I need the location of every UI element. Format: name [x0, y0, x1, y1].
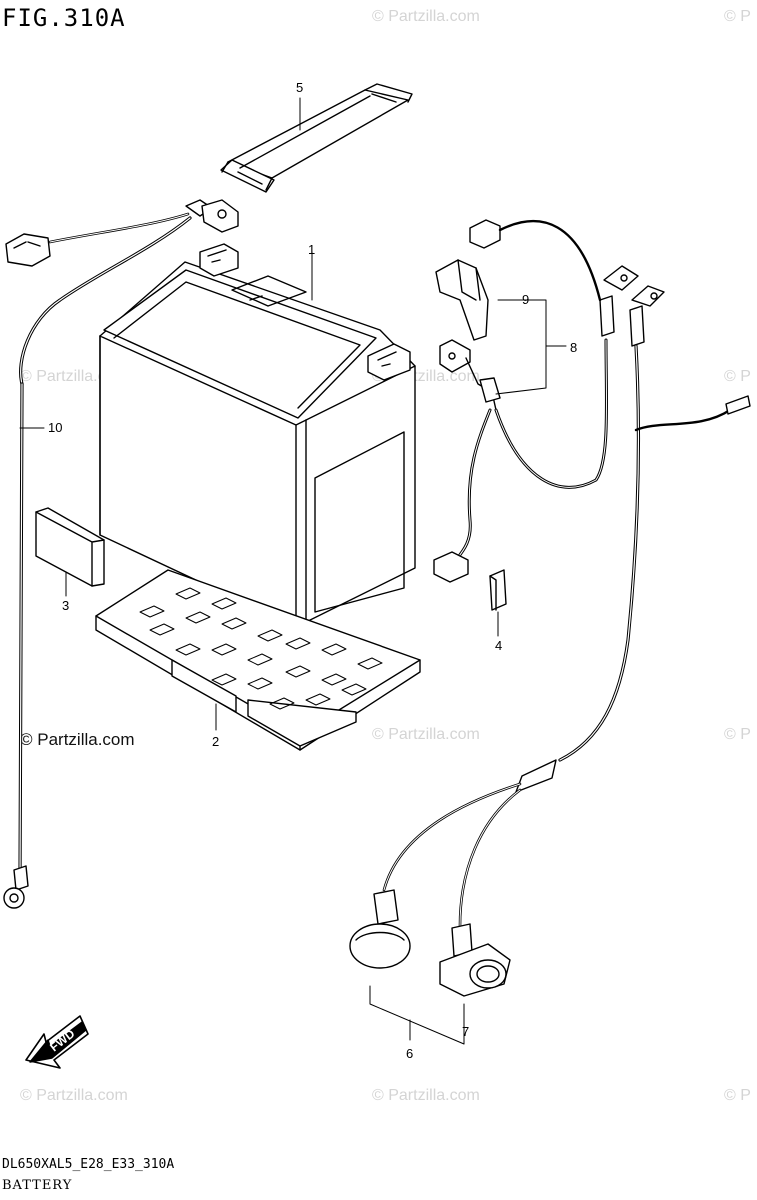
callout-5[interactable]: 5 [296, 80, 304, 95]
watermark: © Partzilla.com [372, 1087, 480, 1104]
watermark: © Partzilla.com [372, 8, 480, 25]
callout-10[interactable]: 10 [48, 420, 63, 435]
callout-6[interactable]: 6 [406, 1046, 414, 1061]
watermark-edge: © P [724, 368, 751, 385]
watermark: © Partzilla.com [372, 726, 480, 743]
negative-lead-part-6 [349, 285, 751, 997]
figure-model-code: DL650XAL5_E28_E33_310A [2, 1157, 175, 1172]
callout-9[interactable]: 9 [522, 292, 530, 307]
clip-part-4 [489, 569, 507, 611]
battery-tray-part-2 [95, 569, 421, 751]
callout-1[interactable]: 1 [308, 242, 316, 257]
figure-title: FIG.310A [2, 4, 126, 32]
watermark-edge: © P [724, 1087, 751, 1104]
callout-4[interactable]: 4 [495, 638, 503, 653]
watermark: © Partzilla.com [20, 1087, 128, 1104]
wire-harness-part-10 [3, 199, 239, 909]
fwd-direction-arrow: FWD [25, 1015, 89, 1069]
watermark-edge: © P [724, 8, 751, 25]
watermark-primary: © Partzilla.com [20, 730, 135, 749]
figure-name: BATTERY [2, 1178, 73, 1193]
battery-band-part-5 [220, 83, 413, 193]
callout-3[interactable]: 3 [62, 598, 70, 613]
pad-part-3 [35, 507, 105, 587]
watermark-edge: © P [724, 726, 751, 743]
leader-lines [19, 97, 567, 1045]
callout-2[interactable]: 2 [212, 734, 220, 749]
callout-7[interactable]: 7 [462, 1024, 470, 1039]
positive-lead-part-8 [433, 219, 639, 583]
callout-8[interactable]: 8 [570, 340, 578, 355]
battery-part-1 [99, 243, 416, 628]
